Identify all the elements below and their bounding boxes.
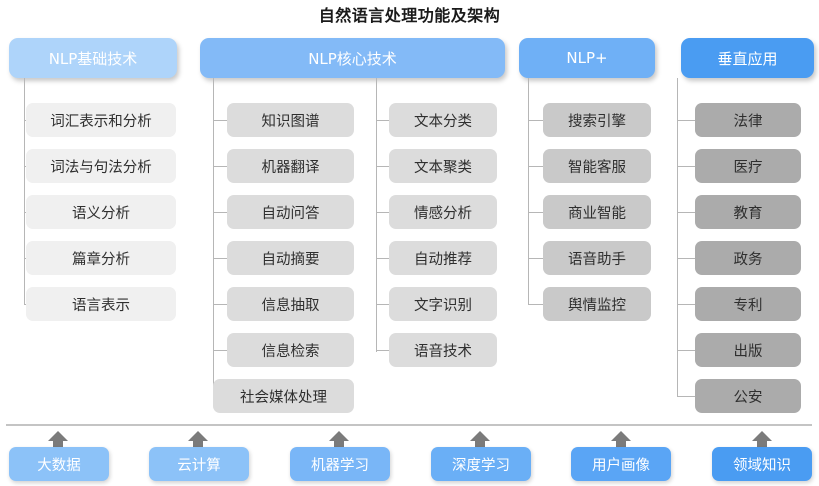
list-item[interactable]: 语义分析 (26, 195, 176, 229)
connector-stub (213, 304, 233, 305)
up-arrow-icon (610, 430, 632, 452)
connector-stub (677, 166, 696, 167)
list-item[interactable]: 文本分类 (389, 103, 497, 137)
connector-stub (528, 212, 545, 213)
list-item[interactable]: 信息抽取 (227, 287, 354, 321)
connector-stub (677, 120, 696, 121)
foundation-item-big-data[interactable]: 大数据 (9, 447, 109, 481)
list-item[interactable]: 语音助手 (543, 241, 651, 275)
list-item[interactable]: 信息检索 (227, 333, 354, 367)
connector-trunk-col1 (24, 78, 25, 305)
column-header-nlp-core[interactable]: NLP核心技术 (200, 38, 505, 78)
list-item[interactable]: 语音技术 (389, 333, 497, 367)
connector-stub (376, 258, 393, 259)
connector-stub (213, 120, 233, 121)
connector-trunk-col4 (677, 78, 678, 397)
section-divider (6, 424, 812, 426)
list-item[interactable]: 教育 (695, 195, 801, 229)
connector-stub (376, 350, 393, 351)
column-header-nlp-plus[interactable]: NLP+ (519, 38, 655, 78)
connector-stub (528, 166, 545, 167)
list-item[interactable]: 专利 (695, 287, 801, 321)
foundation-item-deep-learning[interactable]: 深度学习 (431, 447, 531, 481)
connector-stub (376, 120, 393, 121)
list-item[interactable]: 智能客服 (543, 149, 651, 183)
connector-stub (376, 166, 393, 167)
connector-stub (677, 396, 696, 397)
connector-stub (213, 212, 233, 213)
up-arrow-icon (328, 430, 350, 452)
connector-trunk-col3 (528, 78, 529, 305)
foundation-item-domain-knowledge[interactable]: 领域知识 (712, 447, 812, 481)
list-item[interactable]: 出版 (695, 333, 801, 367)
column-header-vertical-apps[interactable]: 垂直应用 (681, 38, 814, 78)
connector-stub (376, 212, 393, 213)
up-arrow-icon (187, 430, 209, 452)
up-arrow-icon (751, 430, 773, 452)
list-item[interactable]: 政务 (695, 241, 801, 275)
list-item[interactable]: 商业智能 (543, 195, 651, 229)
list-item[interactable]: 知识图谱 (227, 103, 354, 137)
up-arrow-icon (47, 430, 69, 452)
connector-stub (528, 120, 545, 121)
list-item[interactable]: 法律 (695, 103, 801, 137)
foundation-item-user-profile[interactable]: 用户画像 (571, 447, 671, 481)
list-item[interactable]: 自动摘要 (227, 241, 354, 275)
connector-trunk-col2a (213, 78, 214, 397)
connector-stub (528, 304, 545, 305)
list-item[interactable]: 词汇表示和分析 (26, 103, 176, 137)
list-item[interactable]: 公安 (695, 379, 801, 413)
list-item[interactable]: 情感分析 (389, 195, 497, 229)
up-arrow-icon (469, 430, 491, 452)
foundation-item-cloud-computing[interactable]: 云计算 (149, 447, 249, 481)
list-item[interactable]: 篇章分析 (26, 241, 176, 275)
list-item[interactable]: 自动推荐 (389, 241, 497, 275)
list-item[interactable]: 自动问答 (227, 195, 354, 229)
list-item[interactable]: 社会媒体处理 (213, 379, 354, 413)
foundation-item-machine-learning[interactable]: 机器学习 (290, 447, 390, 481)
list-item[interactable]: 文字识别 (389, 287, 497, 321)
connector-stub (528, 258, 545, 259)
list-item[interactable]: 词法与句法分析 (26, 149, 176, 183)
connector-stub (677, 304, 696, 305)
connector-trunk-col2b (376, 78, 377, 352)
connector-stub (213, 258, 233, 259)
page-title: 自然语言处理功能及架构 (318, 6, 501, 25)
list-item[interactable]: 舆情监控 (543, 287, 651, 321)
list-item[interactable]: 搜索引擎 (543, 103, 651, 137)
connector-stub (213, 166, 233, 167)
list-item[interactable]: 语言表示 (26, 287, 176, 321)
connector-stub (677, 212, 696, 213)
list-item[interactable]: 文本聚类 (389, 149, 497, 183)
list-item[interactable]: 医疗 (695, 149, 801, 183)
column-header-nlp-basic[interactable]: NLP基础技术 (9, 38, 177, 78)
list-item[interactable]: 机器翻译 (227, 149, 354, 183)
connector-stub (213, 350, 233, 351)
connector-stub (376, 304, 393, 305)
connector-stub (677, 258, 696, 259)
connector-stub (677, 350, 696, 351)
